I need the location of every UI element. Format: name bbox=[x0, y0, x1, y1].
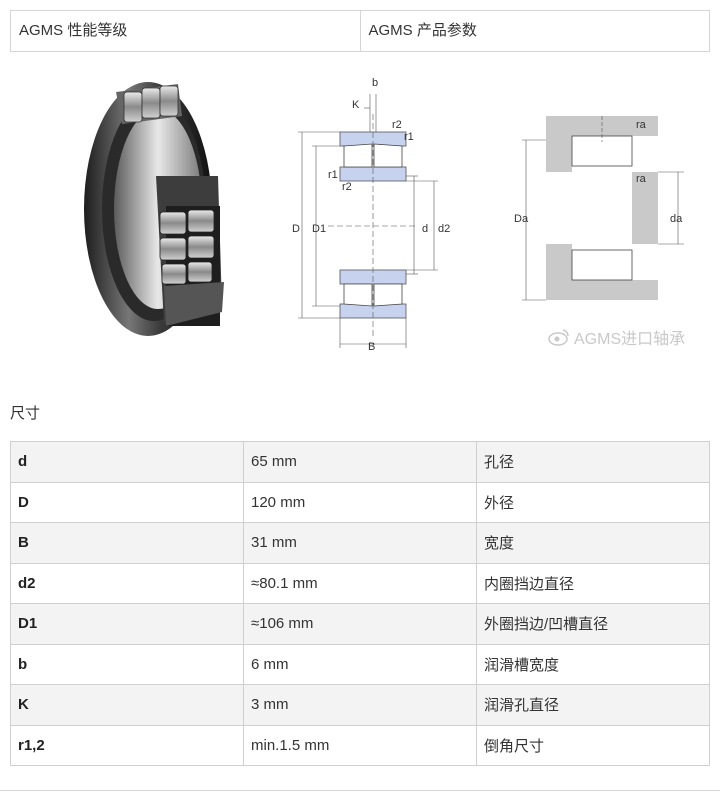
label-ra-top: ra bbox=[636, 119, 647, 131]
description-cell: 孔径 bbox=[476, 441, 710, 483]
symbol-cell: b bbox=[10, 643, 244, 685]
description-cell: 润滑槽宽度 bbox=[476, 643, 710, 685]
label-r2-left: r2 bbox=[342, 181, 352, 193]
weibo-icon bbox=[548, 329, 569, 346]
label-Da: Da bbox=[514, 213, 529, 225]
symbol-cell: K bbox=[10, 684, 244, 726]
label-d2: d2 bbox=[438, 223, 450, 235]
symbol-cell: d2 bbox=[10, 562, 244, 604]
label-r1-top: r1 bbox=[404, 131, 414, 143]
symbol-cell: D bbox=[10, 481, 244, 523]
table-row: b 6 mm 润滑槽宽度 bbox=[10, 643, 710, 685]
label-r2-top: r2 bbox=[392, 119, 402, 131]
label-ra-mid: ra bbox=[636, 173, 647, 185]
bearing-photo bbox=[84, 82, 224, 336]
description-cell: 润滑孔直径 bbox=[476, 684, 710, 726]
label-D1: D1 bbox=[312, 223, 326, 235]
symbol-cell: D1 bbox=[10, 603, 244, 645]
value-cell: ≈106 mm bbox=[243, 603, 477, 645]
table-row: d2 ≈80.1 mm 内圈挡边直径 bbox=[10, 562, 710, 604]
dimensions-table: d 65 mm 孔径 D 120 mm 外径 B 31 mm 宽度 d2 ≈80… bbox=[10, 441, 710, 766]
value-cell: ≈80.1 mm bbox=[243, 562, 477, 604]
symbol-cell: d bbox=[10, 441, 244, 483]
label-r1-left: r1 bbox=[328, 169, 338, 181]
symbol-cell: r1,2 bbox=[10, 724, 244, 766]
bearing-section-drawing: b K r2 r1 r1 r2 D D1 d d2 B bbox=[292, 77, 450, 353]
table-row: D1 ≈106 mm 外圈挡边/凹槽直径 bbox=[10, 603, 710, 645]
label-B: B bbox=[368, 341, 375, 353]
value-cell: 65 mm bbox=[243, 441, 477, 483]
symbol-cell: B bbox=[10, 522, 244, 564]
label-d: d bbox=[422, 223, 428, 235]
value-cell: 31 mm bbox=[243, 522, 477, 564]
value-cell: 120 mm bbox=[243, 481, 477, 523]
description-cell: 外圈挡边/凹槽直径 bbox=[476, 603, 710, 645]
mounting-drawing: ra ra Da da bbox=[514, 116, 684, 301]
description-cell: 宽度 bbox=[476, 522, 710, 564]
table-row: d 65 mm 孔径 bbox=[10, 441, 710, 483]
label-k: K bbox=[352, 99, 360, 111]
label-D: D bbox=[292, 223, 300, 235]
label-da: da bbox=[670, 213, 683, 225]
section-title: 尺寸 bbox=[10, 405, 41, 422]
value-cell: min.1.5 mm bbox=[243, 724, 477, 766]
value-cell: 3 mm bbox=[243, 684, 477, 726]
description-cell: 内圈挡边直径 bbox=[476, 562, 710, 604]
description-cell: 外径 bbox=[476, 481, 710, 523]
description-cell: 倒角尺寸 bbox=[476, 724, 710, 766]
watermark-text: AGMS进口轴承 bbox=[574, 331, 686, 348]
table-row: D 120 mm 外径 bbox=[10, 481, 710, 523]
watermark: AGMS进口轴承 bbox=[548, 325, 685, 349]
header-tabs: AGMS 性能等级 AGMS 产品参数 bbox=[10, 10, 710, 52]
tab-product-parameters[interactable]: AGMS 产品参数 bbox=[359, 11, 710, 51]
table-row: K 3 mm 润滑孔直径 bbox=[10, 684, 710, 726]
label-b: b bbox=[372, 77, 378, 89]
table-row: B 31 mm 宽度 bbox=[10, 522, 710, 564]
value-cell: 6 mm bbox=[243, 643, 477, 685]
tab-performance-grade[interactable]: AGMS 性能等级 bbox=[19, 22, 128, 39]
bottom-divider bbox=[0, 790, 720, 791]
table-row: r1,2 min.1.5 mm 倒角尺寸 bbox=[10, 724, 710, 766]
